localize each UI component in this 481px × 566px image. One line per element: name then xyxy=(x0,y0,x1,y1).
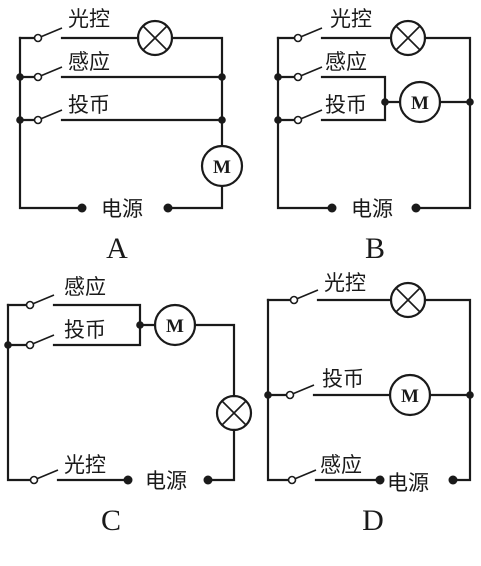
label-light-control: 光控 xyxy=(330,7,372,31)
power-terminal xyxy=(203,475,213,485)
switch-contact xyxy=(33,72,43,82)
motor-icon: M xyxy=(200,144,244,188)
junction-node xyxy=(16,73,24,81)
junction-node xyxy=(218,73,226,81)
caption-c: C xyxy=(101,504,121,537)
power-terminal xyxy=(411,203,421,213)
switch-contact xyxy=(293,33,303,43)
switch-contact xyxy=(33,115,43,125)
switch-contact xyxy=(285,390,295,400)
switch-contact xyxy=(287,475,297,485)
label-sensor: 感应 xyxy=(325,50,367,74)
junction-node xyxy=(274,116,282,124)
lamp-icon xyxy=(389,281,427,319)
caption-b: B xyxy=(365,232,385,265)
diagram-c: M 感应 投币 光控 电源 C xyxy=(4,275,253,537)
switch-contact xyxy=(33,33,43,43)
motor-icon: M xyxy=(388,373,432,417)
label-coin: 投币 xyxy=(68,93,110,117)
motor-icon: M xyxy=(398,80,442,124)
label-coin: 投币 xyxy=(325,93,367,117)
power-terminal xyxy=(375,475,385,485)
label-sensor: 感应 xyxy=(64,275,106,299)
label-sensor: 感应 xyxy=(68,50,110,74)
label-sensor: 感应 xyxy=(320,453,362,477)
motor-label: M xyxy=(213,157,231,178)
junction-node xyxy=(466,391,474,399)
label-light-control: 光控 xyxy=(324,271,366,295)
junction-node xyxy=(136,321,144,329)
power-terminal xyxy=(163,203,173,213)
motor-label: M xyxy=(166,316,184,337)
lamp-icon xyxy=(136,19,174,57)
switch-contact xyxy=(293,72,303,82)
junction-node xyxy=(466,98,474,106)
junction-node xyxy=(218,116,226,124)
motor-icon: M xyxy=(153,303,197,347)
caption-d: D xyxy=(362,504,384,537)
label-light-control: 光控 xyxy=(64,453,106,477)
switch-contact xyxy=(25,340,35,350)
label-coin: 投币 xyxy=(64,318,106,342)
power-terminal xyxy=(327,203,337,213)
label-power: 电源 xyxy=(351,197,393,221)
junction-node xyxy=(264,391,272,399)
caption-a: A xyxy=(106,232,128,265)
power-terminal xyxy=(77,203,87,213)
junction-node xyxy=(4,341,12,349)
switch-contact xyxy=(289,295,299,305)
switch-contact xyxy=(293,115,303,125)
diagram-a: M 光控 感应 投币 电源 A xyxy=(16,7,244,265)
diagram-d: M 光控 投币 感应 电源 D xyxy=(264,271,474,537)
lamp-icon xyxy=(215,394,253,432)
switch-contact xyxy=(29,475,39,485)
junction-node xyxy=(274,73,282,81)
power-terminal xyxy=(123,475,133,485)
motor-label: M xyxy=(401,386,419,407)
junction-node xyxy=(16,116,24,124)
motor-label: M xyxy=(411,93,429,114)
junction-node xyxy=(381,98,389,106)
power-terminal xyxy=(448,475,458,485)
label-power: 电源 xyxy=(101,197,143,221)
label-light-control: 光控 xyxy=(68,7,110,31)
switch-contact xyxy=(25,300,35,310)
lamp-icon xyxy=(389,19,427,57)
diagram-b: M 光控 感应 投币 电源 B xyxy=(274,7,474,265)
label-power: 电源 xyxy=(387,471,429,495)
label-coin: 投币 xyxy=(322,367,364,391)
label-power: 电源 xyxy=(145,469,187,493)
